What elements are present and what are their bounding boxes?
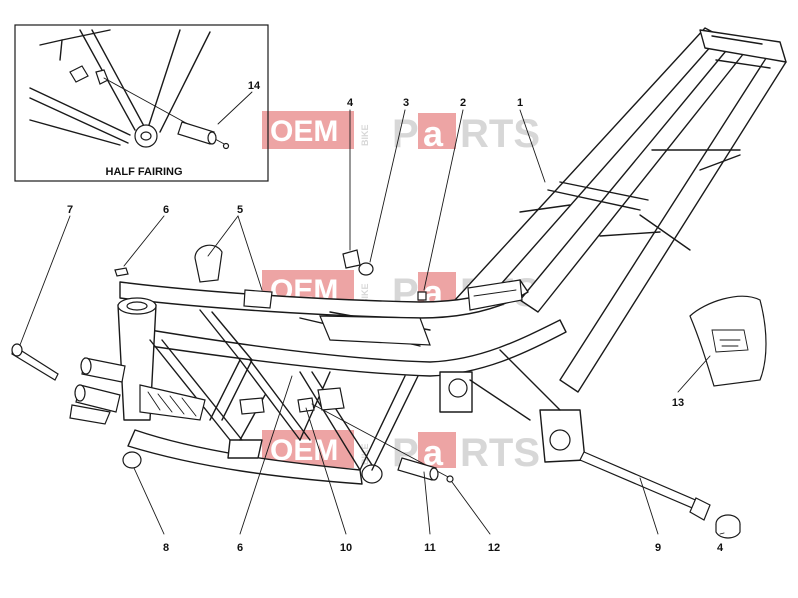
spindle-part-9 [579,451,711,521]
bush-part-4 [342,249,361,269]
callout-7: 7 [67,204,73,216]
callout-8: 8 [163,542,169,554]
watermark-top: OEM BIKE P a RTS [262,111,540,156]
watermark-bike-text: BIKE [360,124,370,146]
callout-14: 14 [248,80,261,92]
bolt-part-2 [417,291,427,301]
watermark-bike-text: BIKE [360,283,370,305]
leader-lines [19,109,725,535]
callout-4-bottom: 4 [717,542,724,554]
callout-13: 13 [672,397,684,409]
callout-1: 1 [517,97,523,109]
inset-caption: HALF FAIRING [106,166,183,178]
plate-part-13 [689,295,767,387]
mount-part-10 [297,397,315,413]
callout-4-top: 4 [347,97,354,109]
watermark-rts-text: RTS [460,112,540,156]
callout-3: 3 [403,97,409,109]
watermark-rts-text: RTS [460,431,540,475]
grommet-part-8 [122,451,142,469]
washer-part-3 [358,262,374,276]
callout-labels: 1 2 3 4 5 6 7 8 6 10 11 12 9 4 13 [67,97,724,554]
half-fairing-inset: 14 HALF FAIRING [14,24,269,182]
watermark-oem-text: OEM [270,115,338,148]
watermark-a-text: a [423,113,444,154]
callout-2: 2 [460,97,466,109]
callout-5: 5 [237,204,243,216]
callout-6-bottom: 6 [237,542,243,554]
spacer-part-11 [397,457,437,481]
callout-12: 12 [488,542,500,554]
leader-line-14 [217,91,253,125]
plug-part-4 [715,514,741,539]
callout-9: 9 [655,542,661,554]
callout-11: 11 [424,542,436,554]
callout-10: 10 [340,542,352,554]
watermark-a-text: a [423,432,444,473]
screw-part-12 [446,475,454,483]
inset-spacer-part [177,121,230,150]
bolt-part-6-top [114,267,129,277]
callout-6-top: 6 [163,204,169,216]
main-frame-drawing [11,27,787,539]
